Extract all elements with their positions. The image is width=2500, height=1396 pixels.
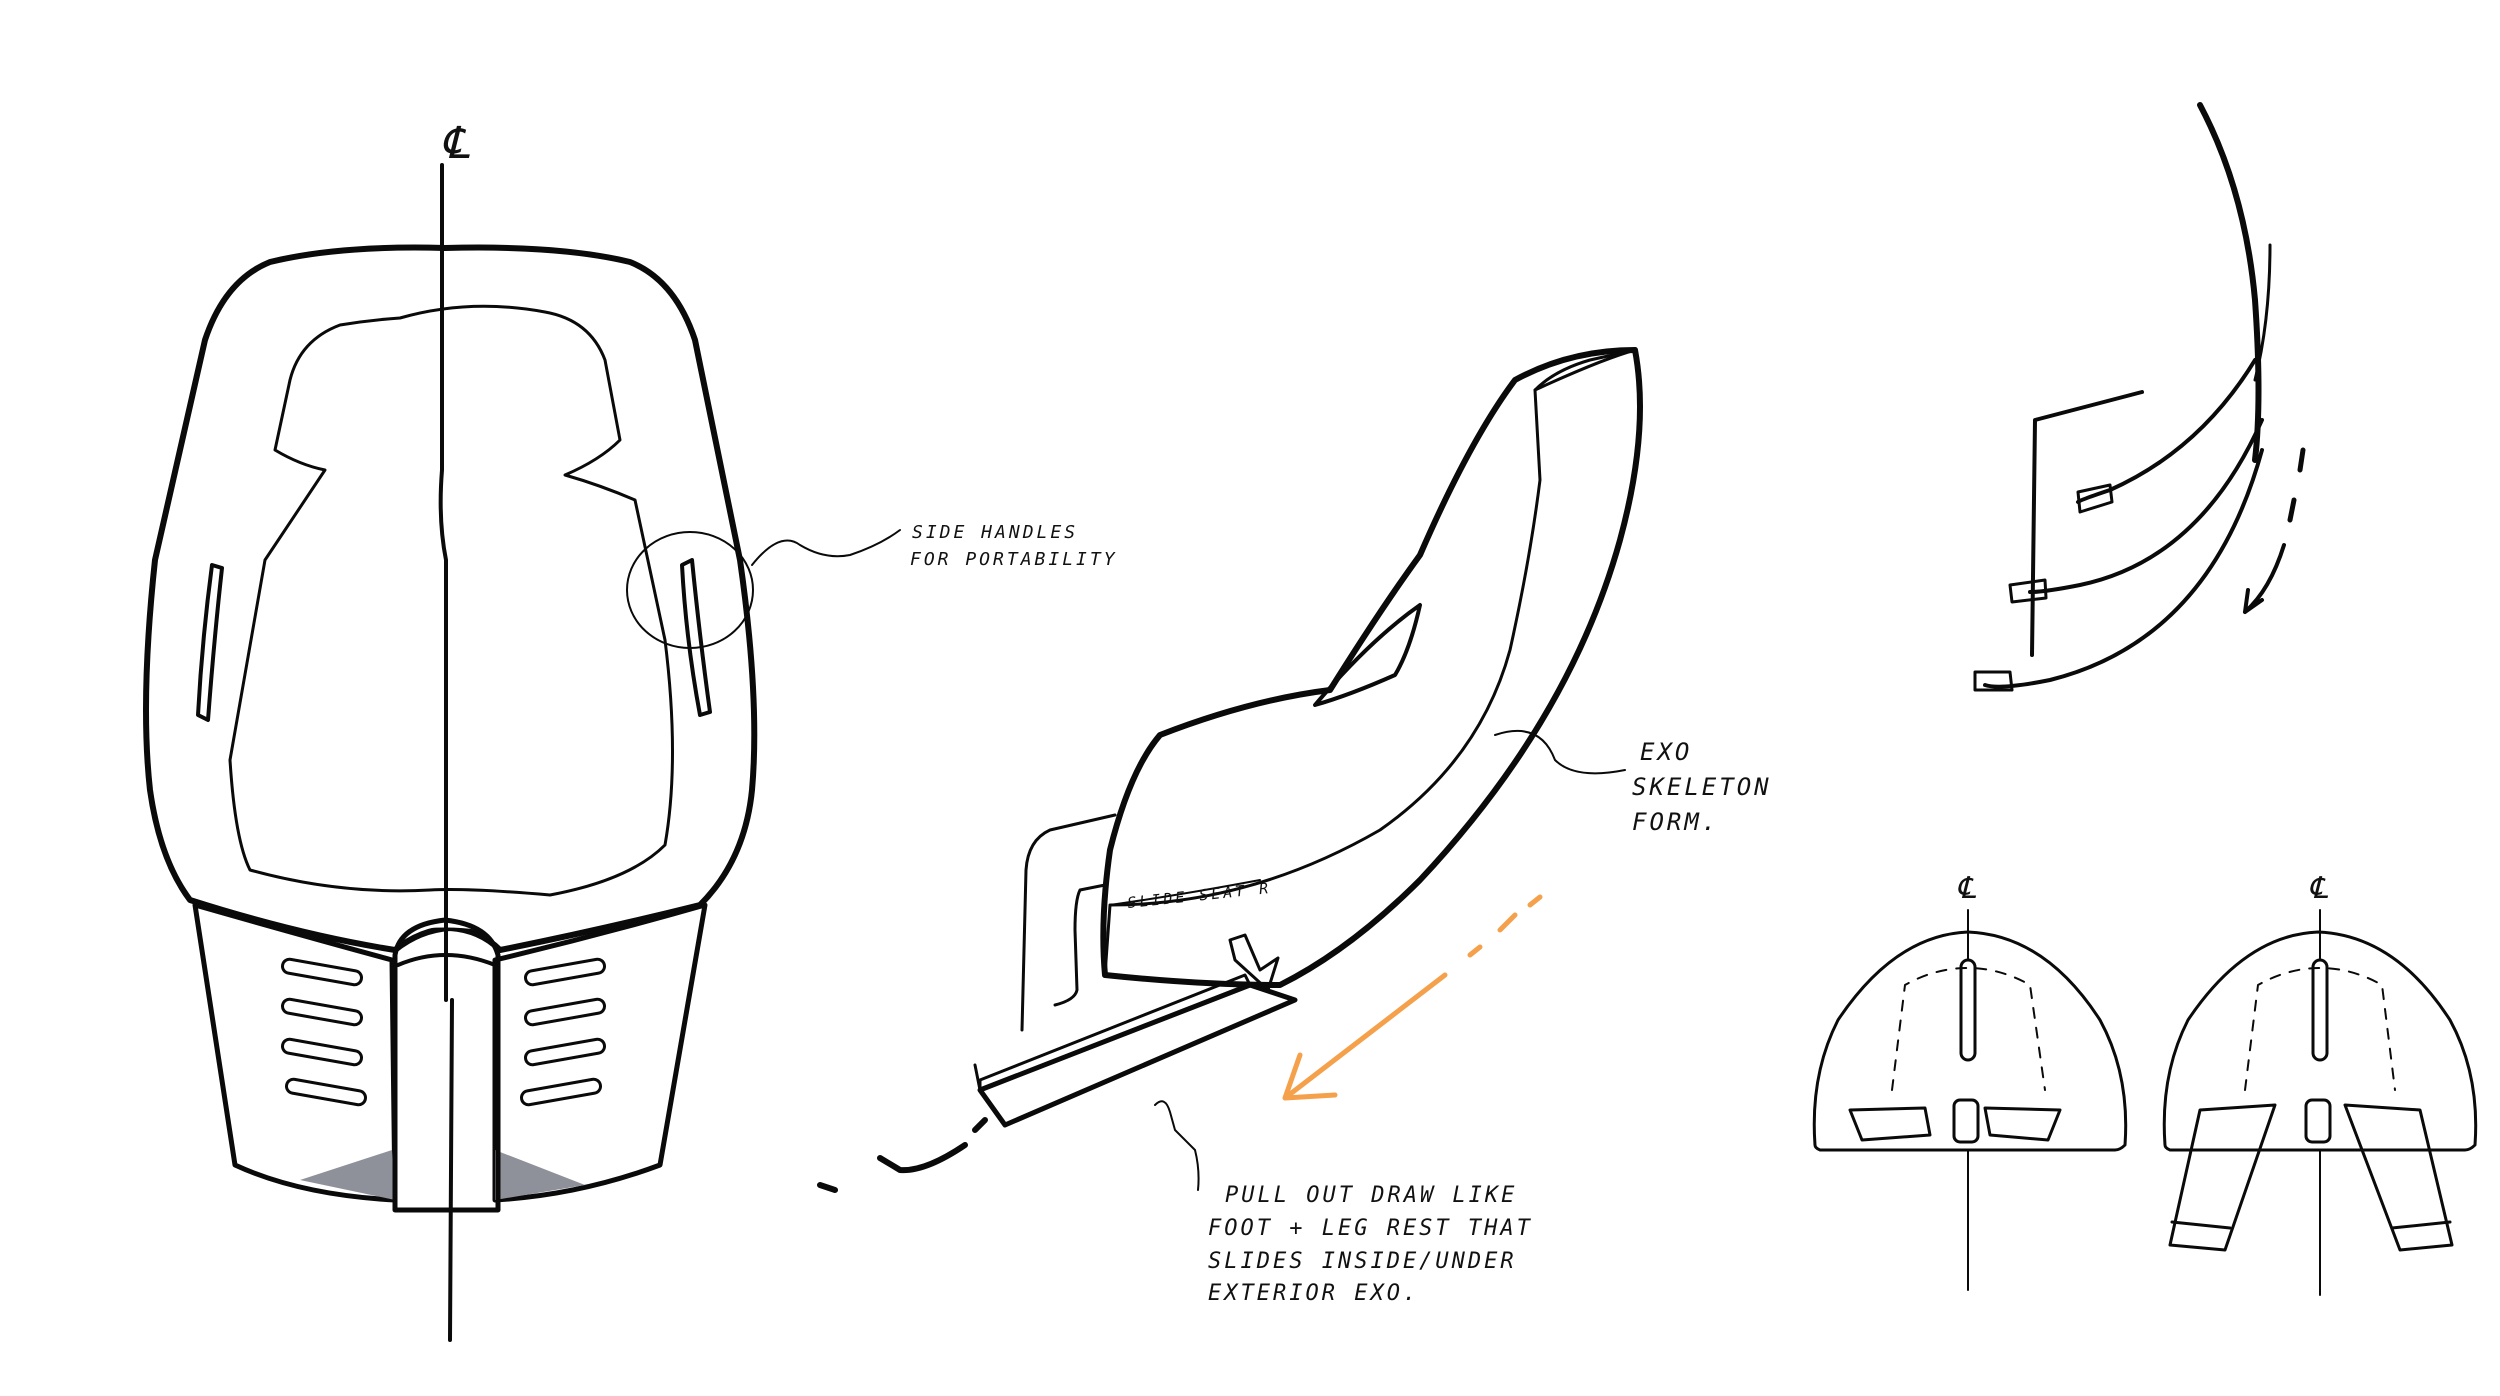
pull-out-label-line-1: PULL OUT DRAW LIKE bbox=[1225, 1183, 1517, 1208]
seat-top-view: ℄ bbox=[143, 118, 758, 1342]
shell-highlight-top bbox=[420, 267, 470, 303]
centerline-symbol-front-2: ℄ bbox=[2308, 871, 2328, 906]
drawer-arc-3 bbox=[1983, 448, 2264, 689]
drawer-motion-diagram bbox=[1973, 102, 2306, 692]
slide-seat-label: SLIDE SEAT R bbox=[1127, 879, 1272, 912]
front-view-2-right-leg-band bbox=[2390, 1220, 2452, 1230]
left-leg-wing-shadow bbox=[300, 1150, 395, 1200]
slide-seat-line bbox=[1109, 879, 1261, 906]
backrest-curve bbox=[2197, 102, 2262, 463]
pull-out-label-line-2: FOOT + LEG REST THAT bbox=[1208, 1216, 1533, 1241]
side-view-handle-cutout bbox=[1313, 603, 1422, 707]
left-vent-slots bbox=[281, 957, 367, 1107]
right-leg-wing-shadow bbox=[495, 1150, 585, 1200]
front-view-extended: ℄ bbox=[2162, 871, 2478, 1296]
exo-leader-line bbox=[1494, 729, 1626, 775]
side-handles-label-line-1: SIDE HANDLES bbox=[912, 522, 1078, 543]
front-view-1-backslot bbox=[1959, 958, 1977, 1062]
front-view-2-right-leg-rest bbox=[2343, 1103, 2454, 1252]
front-view-2-left-leg-rest bbox=[2168, 1103, 2277, 1252]
seat-centerline bbox=[438, 163, 454, 1342]
seat-inner-pad bbox=[228, 304, 674, 897]
front-view-retracted: ℄ bbox=[1812, 871, 2128, 1291]
front-view-2-dashed-guide bbox=[2244, 967, 2396, 1091]
exo-label-line-2: SKELETON bbox=[1632, 773, 1772, 801]
motion-direction-arrow bbox=[2243, 543, 2286, 614]
rear-frame-bracket-lower bbox=[1053, 883, 1107, 1007]
left-handle-slot bbox=[196, 563, 224, 722]
rear-frame-bracket bbox=[1020, 813, 1117, 1032]
exo-skeleton-callout: EXO SKELETON FORM. bbox=[1494, 729, 1772, 836]
front-view-2-shell bbox=[2162, 930, 2478, 1152]
front-view-1-right-foot bbox=[1983, 1106, 2062, 1142]
crotch-post bbox=[392, 917, 501, 1213]
left-leg-wing bbox=[192, 902, 398, 1203]
pull-out-label-line-3: SLIDES INSIDE/UNDER bbox=[1208, 1249, 1517, 1274]
leg-rest-drawer-top bbox=[978, 973, 1252, 1092]
front-view-2-crotch-post bbox=[2304, 1098, 2332, 1144]
pull-direction-arrow bbox=[1282, 972, 1448, 1101]
side-handles-label-line-2: FOR PORTABILITY bbox=[910, 549, 1118, 570]
drawer-arc-1 bbox=[2076, 358, 2257, 504]
side-handles-leader-line bbox=[751, 529, 901, 566]
seat-side-view: SLIDE SEAT R bbox=[817, 347, 1643, 1193]
drawer-end-1 bbox=[2076, 483, 2114, 514]
pull-direction-arrow-dashes bbox=[1467, 894, 1543, 958]
pull-out-trail-dashes bbox=[817, 1117, 988, 1193]
front-view-1-left-foot bbox=[1848, 1106, 1932, 1142]
seat-side-panel bbox=[1103, 348, 1642, 987]
front-view-1-shell bbox=[1812, 930, 2128, 1152]
front-view-2-backslot bbox=[2311, 958, 2329, 1062]
side-handles-callout: SIDE HANDLES FOR PORTABILITY bbox=[751, 522, 1118, 570]
front-view-1-crotch-post bbox=[1952, 1098, 1980, 1144]
seat-shell-outline bbox=[143, 244, 758, 953]
centerline-symbol-front-1: ℄ bbox=[1956, 871, 1976, 906]
pull-out-label-line-4: EXTERIOR EXO. bbox=[1208, 1281, 1419, 1306]
seat-top-ridge bbox=[1533, 348, 1637, 392]
pull-out-callout: PULL OUT DRAW LIKE FOOT + LEG REST THAT … bbox=[1154, 1100, 1533, 1306]
front-view-1-dashed-guide bbox=[1891, 967, 2046, 1091]
centerline-symbol-main: ℄ bbox=[441, 118, 470, 169]
leg-rest-drawer-end bbox=[973, 1063, 1007, 1127]
motion-direction-dashes bbox=[2287, 447, 2306, 523]
slide-mechanism bbox=[1228, 933, 1280, 992]
exo-label-line-1: EXO bbox=[1640, 738, 1692, 766]
right-leg-wing bbox=[492, 902, 708, 1203]
right-handle-slot bbox=[680, 558, 712, 717]
pull-out-leader-line bbox=[1154, 1100, 1200, 1191]
seat-frame-bracket bbox=[2030, 390, 2144, 657]
front-view-2-left-leg-band bbox=[2170, 1220, 2232, 1230]
drawer-arc-2 bbox=[2028, 418, 2264, 594]
backrest-curve-inner bbox=[2253, 243, 2272, 382]
leg-rest-drawer bbox=[977, 982, 1298, 1128]
handle-callout-circle bbox=[626, 531, 754, 649]
exo-label-line-3: FORM. bbox=[1632, 808, 1719, 836]
right-vent-slots bbox=[520, 957, 606, 1107]
drawer-end-3 bbox=[1973, 670, 2014, 692]
